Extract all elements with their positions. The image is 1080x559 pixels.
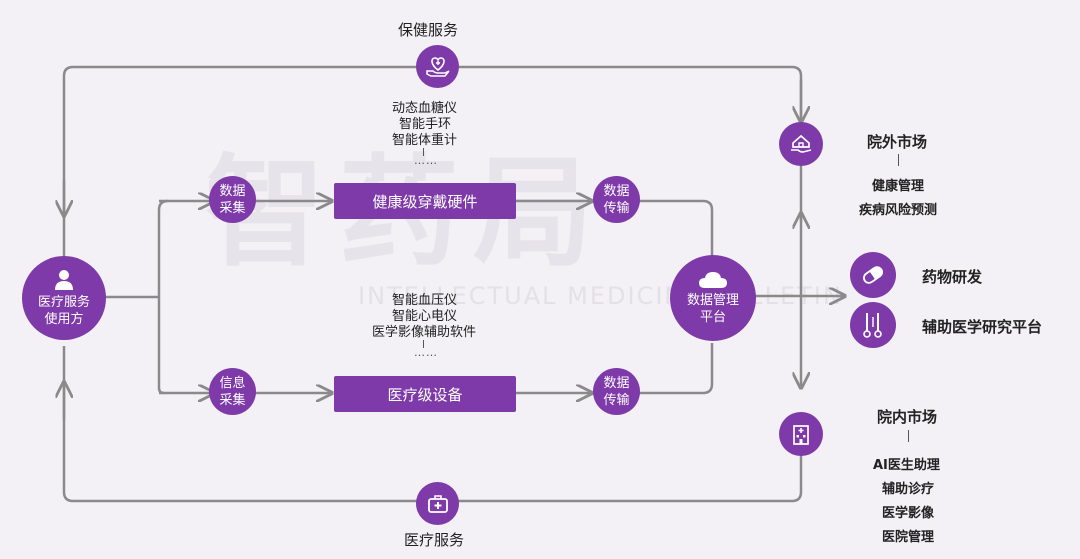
bottom-loop-line: [62, 346, 803, 503]
wearable-example-2: 智能手环: [399, 117, 452, 132]
inside-market-divider: [908, 430, 909, 442]
medical-service-node: [416, 482, 459, 525]
outside-market-node: [779, 122, 823, 166]
medical-kit-icon: [427, 494, 448, 513]
info-collect-node: 信息 采集: [209, 368, 256, 415]
info-collect-label-1: 信息: [219, 375, 246, 391]
drug-rd-label: 药物研发: [922, 268, 983, 286]
outside-market-item-2: 疾病风险预测: [859, 203, 938, 218]
transmit-top-label-1: 数据: [603, 183, 630, 199]
inside-market-item-3: 医学影像: [882, 506, 935, 521]
user-label-1: 医疗服务: [37, 294, 90, 310]
health-service-node: [416, 45, 459, 88]
medical-example-2: 智能心电仪: [392, 309, 458, 324]
data-collect-node: 数据 采集: [209, 176, 256, 223]
medical-example-1: 智能血压仪: [392, 293, 458, 308]
lab-tools-icon: [863, 313, 882, 338]
wearable-ellipsis: ……: [414, 154, 438, 167]
inside-market-item-1: AI医生助理: [873, 458, 940, 473]
platform-label-1: 数据管理: [686, 292, 739, 308]
wearable-hardware-box: 健康级穿戴硬件: [334, 183, 516, 219]
home-hand-icon: [791, 134, 812, 153]
pill-icon: [863, 266, 883, 284]
data-transmit-node-top: 数据 传输: [593, 176, 640, 223]
wearable-example-3: 智能体重计: [392, 133, 458, 148]
data-platform-node: 数据管理 平台: [670, 255, 756, 341]
data-collect-label-1: 数据: [219, 183, 246, 199]
health-service-label: 保健服务: [398, 21, 459, 39]
medical-device-box: 医疗级设备: [334, 376, 516, 412]
medical-ellipsis: ……: [414, 346, 438, 359]
inside-market-item-4: 医院管理: [882, 530, 935, 545]
inside-market-item-2: 辅助诊疗: [882, 482, 935, 497]
user-label-2: 使用方: [44, 311, 84, 327]
medical-connector: [423, 340, 424, 348]
wearable-example-1: 动态血糖仪: [392, 101, 458, 116]
data-collect-label-2: 采集: [219, 200, 246, 216]
medical-example-3: 医学影像辅助软件: [372, 325, 477, 340]
transmit-top-label-2: 传输: [603, 200, 630, 216]
inside-market-title: 院内市场: [877, 408, 938, 426]
info-collect-label-2: 采集: [219, 392, 246, 408]
medical-service-label: 医疗服务: [404, 531, 465, 549]
data-transmit-node-bottom: 数据 传输: [593, 368, 640, 415]
transmit-bottom-label-2: 传输: [603, 392, 630, 408]
hospital-icon: [793, 425, 809, 445]
outside-market-divider: [898, 154, 899, 166]
heart-hand-icon: [425, 56, 450, 77]
outside-market-item-1: 健康管理: [872, 179, 925, 194]
person-icon: [55, 269, 73, 290]
service-user-node: 医疗服务 使用方: [22, 256, 106, 340]
outside-market-title: 院外市场: [867, 133, 928, 151]
drug-rd-node: [850, 252, 896, 298]
inside-market-node: [779, 412, 823, 456]
transmit-bottom-label-1: 数据: [603, 375, 630, 391]
cloud-icon: [699, 271, 727, 288]
research-platform-label: 辅助医学研究平台: [922, 318, 1043, 336]
research-platform-node: [850, 302, 896, 348]
wearable-connector: [423, 148, 424, 156]
platform-label-2: 平台: [699, 309, 726, 325]
